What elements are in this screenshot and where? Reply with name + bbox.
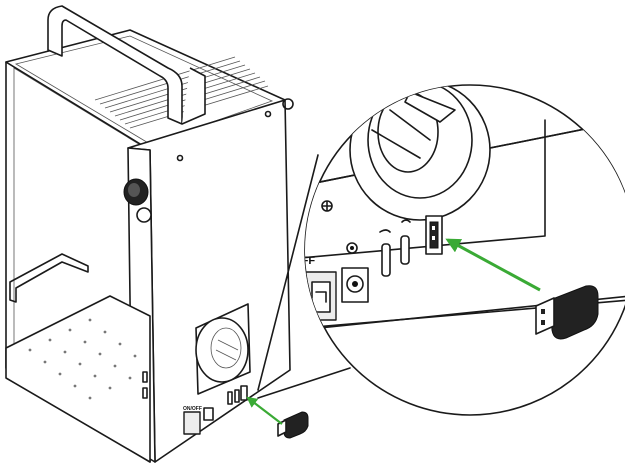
power-switch-zoom[interactable]	[305, 271, 337, 321]
fan-icon-zoom	[349, 85, 491, 221]
power-switch-small[interactable]	[183, 411, 201, 435]
callout-tangent-top	[257, 154, 319, 391]
power-switch-small-label: ON/OFF	[183, 406, 202, 412]
device-body: ON/OFF	[5, 5, 309, 463]
power-switch-zoom-label: /OFF	[290, 255, 315, 267]
bottom-tray	[5, 295, 151, 463]
usb-dongle-icon-zoom[interactable]	[535, 285, 599, 340]
tray-holes	[28, 318, 137, 400]
insert-arrow-zoom	[445, 238, 541, 292]
insert-arrow-small	[246, 396, 283, 425]
usb-dongle-icon[interactable]	[277, 411, 309, 439]
usb-port-small[interactable]	[240, 385, 248, 401]
inner-rail	[9, 253, 89, 303]
callout-tangent-bottom	[257, 367, 351, 399]
fan-icon	[195, 303, 251, 395]
usb-port-icon[interactable]	[425, 215, 443, 255]
handle-icon	[47, 5, 206, 125]
zoom-callout: /OFF	[257, 84, 625, 416]
knob-icon	[123, 178, 152, 223]
